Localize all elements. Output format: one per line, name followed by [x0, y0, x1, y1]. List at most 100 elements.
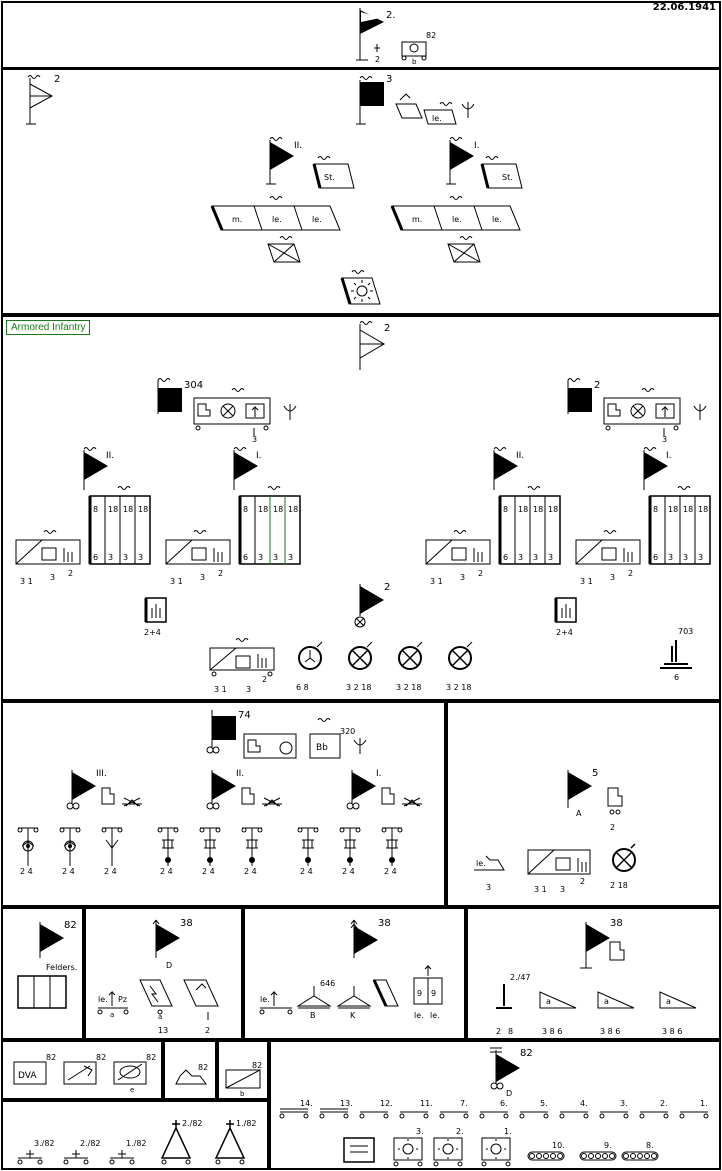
section3-artillery-right-sub: 6 — [674, 673, 679, 682]
section3-mid-flag: 2 — [354, 582, 390, 628]
section4-right-bottom-3: 2 18 — [610, 881, 628, 890]
section3-reg-right-sub: 3 — [662, 435, 667, 444]
section2-companies-right: m. le. le. — [390, 196, 521, 231]
section3-bn-label-2: II. — [516, 451, 524, 461]
section4-right-sub: A — [576, 809, 582, 818]
section4-sub-num-2-1: 2 4 — [342, 867, 355, 876]
section3-tall-bottom-1-2: 3 — [273, 553, 278, 562]
section3-tall-col-0-1: 18 — [108, 505, 118, 514]
section5-box2-item-3: a — [158, 1013, 162, 1021]
section5-box2-item-4: 13 — [158, 1026, 168, 1035]
section4-hq: 74 Bb 320 — [206, 710, 367, 759]
section3-circle-3: 3 2 18 — [446, 641, 473, 692]
section6-box-num-3: 82 — [146, 1053, 156, 1062]
section6-bottom-left-1: 2./82 — [63, 1139, 101, 1165]
section6-column-5: 6. — [479, 1099, 509, 1119]
section1-infantry-symbol: 2 — [374, 44, 380, 64]
section3-circle-1: 3 2 18 — [346, 641, 373, 692]
section6-column-2: 12. — [359, 1099, 393, 1119]
section5-box2-sub: D — [166, 961, 172, 970]
section3-bn-veh-num-b-1: 3 — [200, 573, 205, 582]
section6-dva: DVA — [18, 1071, 37, 1081]
section5-box4-item-7: 3 8 6 — [600, 1027, 620, 1036]
section3-bn-label-1: I. — [256, 451, 262, 461]
section4-sub-num-2-0: 2 4 — [300, 867, 313, 876]
section6-column-label-1: 13. — [340, 1099, 353, 1108]
section5-box2-item-2: a — [110, 1011, 114, 1019]
section2-hq-units: le. — [395, 93, 475, 125]
section4-sub-0-0: 2 4 — [17, 827, 39, 876]
section4-le-label: le. — [476, 859, 486, 868]
section3-tall-col-3-1: 18 — [668, 505, 678, 514]
section3-tall-bottom-0-0: 6 — [93, 553, 98, 562]
section4-bb-label: Bb — [316, 743, 328, 753]
section6-column-8: 3. — [599, 1099, 629, 1119]
section3-bn-label-0: II. — [106, 451, 114, 461]
section3-reg-right: 2 — [594, 380, 600, 391]
section3-regiment-left: 304 3 — [157, 378, 297, 444]
section6-column-0: 14. — [279, 1099, 313, 1119]
section3-reg-left-sub: 3 — [252, 435, 257, 444]
section2-battalion-left: II. St. — [266, 137, 355, 189]
section3-artillery-right-label: 703 — [678, 627, 693, 636]
section2-company-left-0: m. — [232, 215, 242, 224]
section3-circle-label-0: 6 8 — [296, 683, 309, 692]
section4-sub-1-2: 2 4 — [241, 827, 263, 876]
section4-right-group: 5 A 2 le. 3 3 1 3 2 2 18 — [474, 768, 636, 894]
section2-company-right-1: le. — [452, 215, 462, 224]
section6-bottom-left-label-0: 3./82 — [34, 1139, 55, 1148]
section3-tall-bottom-0-3: 3 — [138, 553, 143, 562]
section5-box4-item-6: 3 8 6 — [542, 1027, 562, 1036]
section4-sub-2-1: 2 4 — [339, 827, 361, 876]
section3-tall-col-2-3: 18 — [548, 505, 558, 514]
section4-sub-1-1: 2 4 — [199, 827, 221, 876]
section3-supply-right-label: 2+4 — [556, 628, 573, 637]
section3-tall-bottom-3-2: 3 — [683, 553, 688, 562]
section2-company-left-2: le. — [312, 215, 322, 224]
section3-tall-bottom-3-0: 6 — [653, 553, 658, 562]
section6-columns: 14.13.12.11.7.6.5.4.3.2.1. — [279, 1099, 709, 1119]
section3-tall-col-1-0: 8 — [243, 505, 248, 514]
section6-tracked-0: 10. — [527, 1141, 565, 1161]
section4-le-sub: 3 — [486, 883, 491, 892]
section4-right-bottom-0: 3 1 — [534, 885, 547, 894]
section5-box4-item-5: a — [666, 997, 671, 1006]
section5-box3-item-0: le. — [260, 995, 270, 1004]
section5-box3-item-7: le. — [430, 1011, 440, 1020]
section5-box3-item-2: B — [310, 1011, 316, 1020]
section6-column-label-7: 4. — [580, 1099, 588, 1108]
section6-box-num-2: 82 — [96, 1053, 106, 1062]
section6-right-hq-label: 82 — [520, 1048, 533, 1059]
section5-box3-item-3: K — [350, 1011, 356, 1020]
section2-signal-left — [267, 236, 301, 263]
armored-infantry-badge: Armored Infantry — [6, 320, 91, 335]
section3-regiment-right: 2 3 — [567, 378, 707, 444]
section6-right-hq: 82 D — [490, 1047, 533, 1098]
section6-column-label-2: 12. — [380, 1099, 393, 1108]
section1-vehicle: 82 b — [401, 31, 436, 66]
section1-inf-sub: 2 — [375, 55, 380, 64]
section3-tall-bottom-0-2: 3 — [123, 553, 128, 562]
section6-bottom-left-2: 1./82 — [109, 1139, 147, 1165]
section5-box3-item-4: 9 — [417, 989, 422, 998]
section6-bottom-left-label-2: 1./82 — [126, 1139, 147, 1148]
section6-sun-0: 3. — [393, 1127, 424, 1167]
section2-bn-right: I. — [474, 141, 480, 151]
section3-bn-veh-num-a-2: 3 1 — [430, 577, 443, 586]
section3-circle-label-1: 3 2 18 — [346, 683, 371, 692]
section3-tall-col-0-2: 18 — [123, 505, 133, 514]
section6-bottom-box — [343, 1137, 375, 1163]
section3-supply-left-label: 2+4 — [144, 628, 161, 637]
section4-sub-2-2: 2 4 — [381, 827, 403, 876]
section4-sub-num-0-0: 2 4 — [20, 867, 33, 876]
section3-bottom-vehicle: 3 1 3 2 — [209, 638, 275, 694]
section5-box2-num: 38 — [180, 918, 193, 929]
section2-staff-left: St. — [324, 173, 335, 182]
section3-tall-bottom-1-3: 3 — [288, 553, 293, 562]
section4-sub-num-2-2: 2 4 — [384, 867, 397, 876]
section6-left-boxes: DVA 82 82 e 82 82 b 82 — [13, 1053, 262, 1098]
